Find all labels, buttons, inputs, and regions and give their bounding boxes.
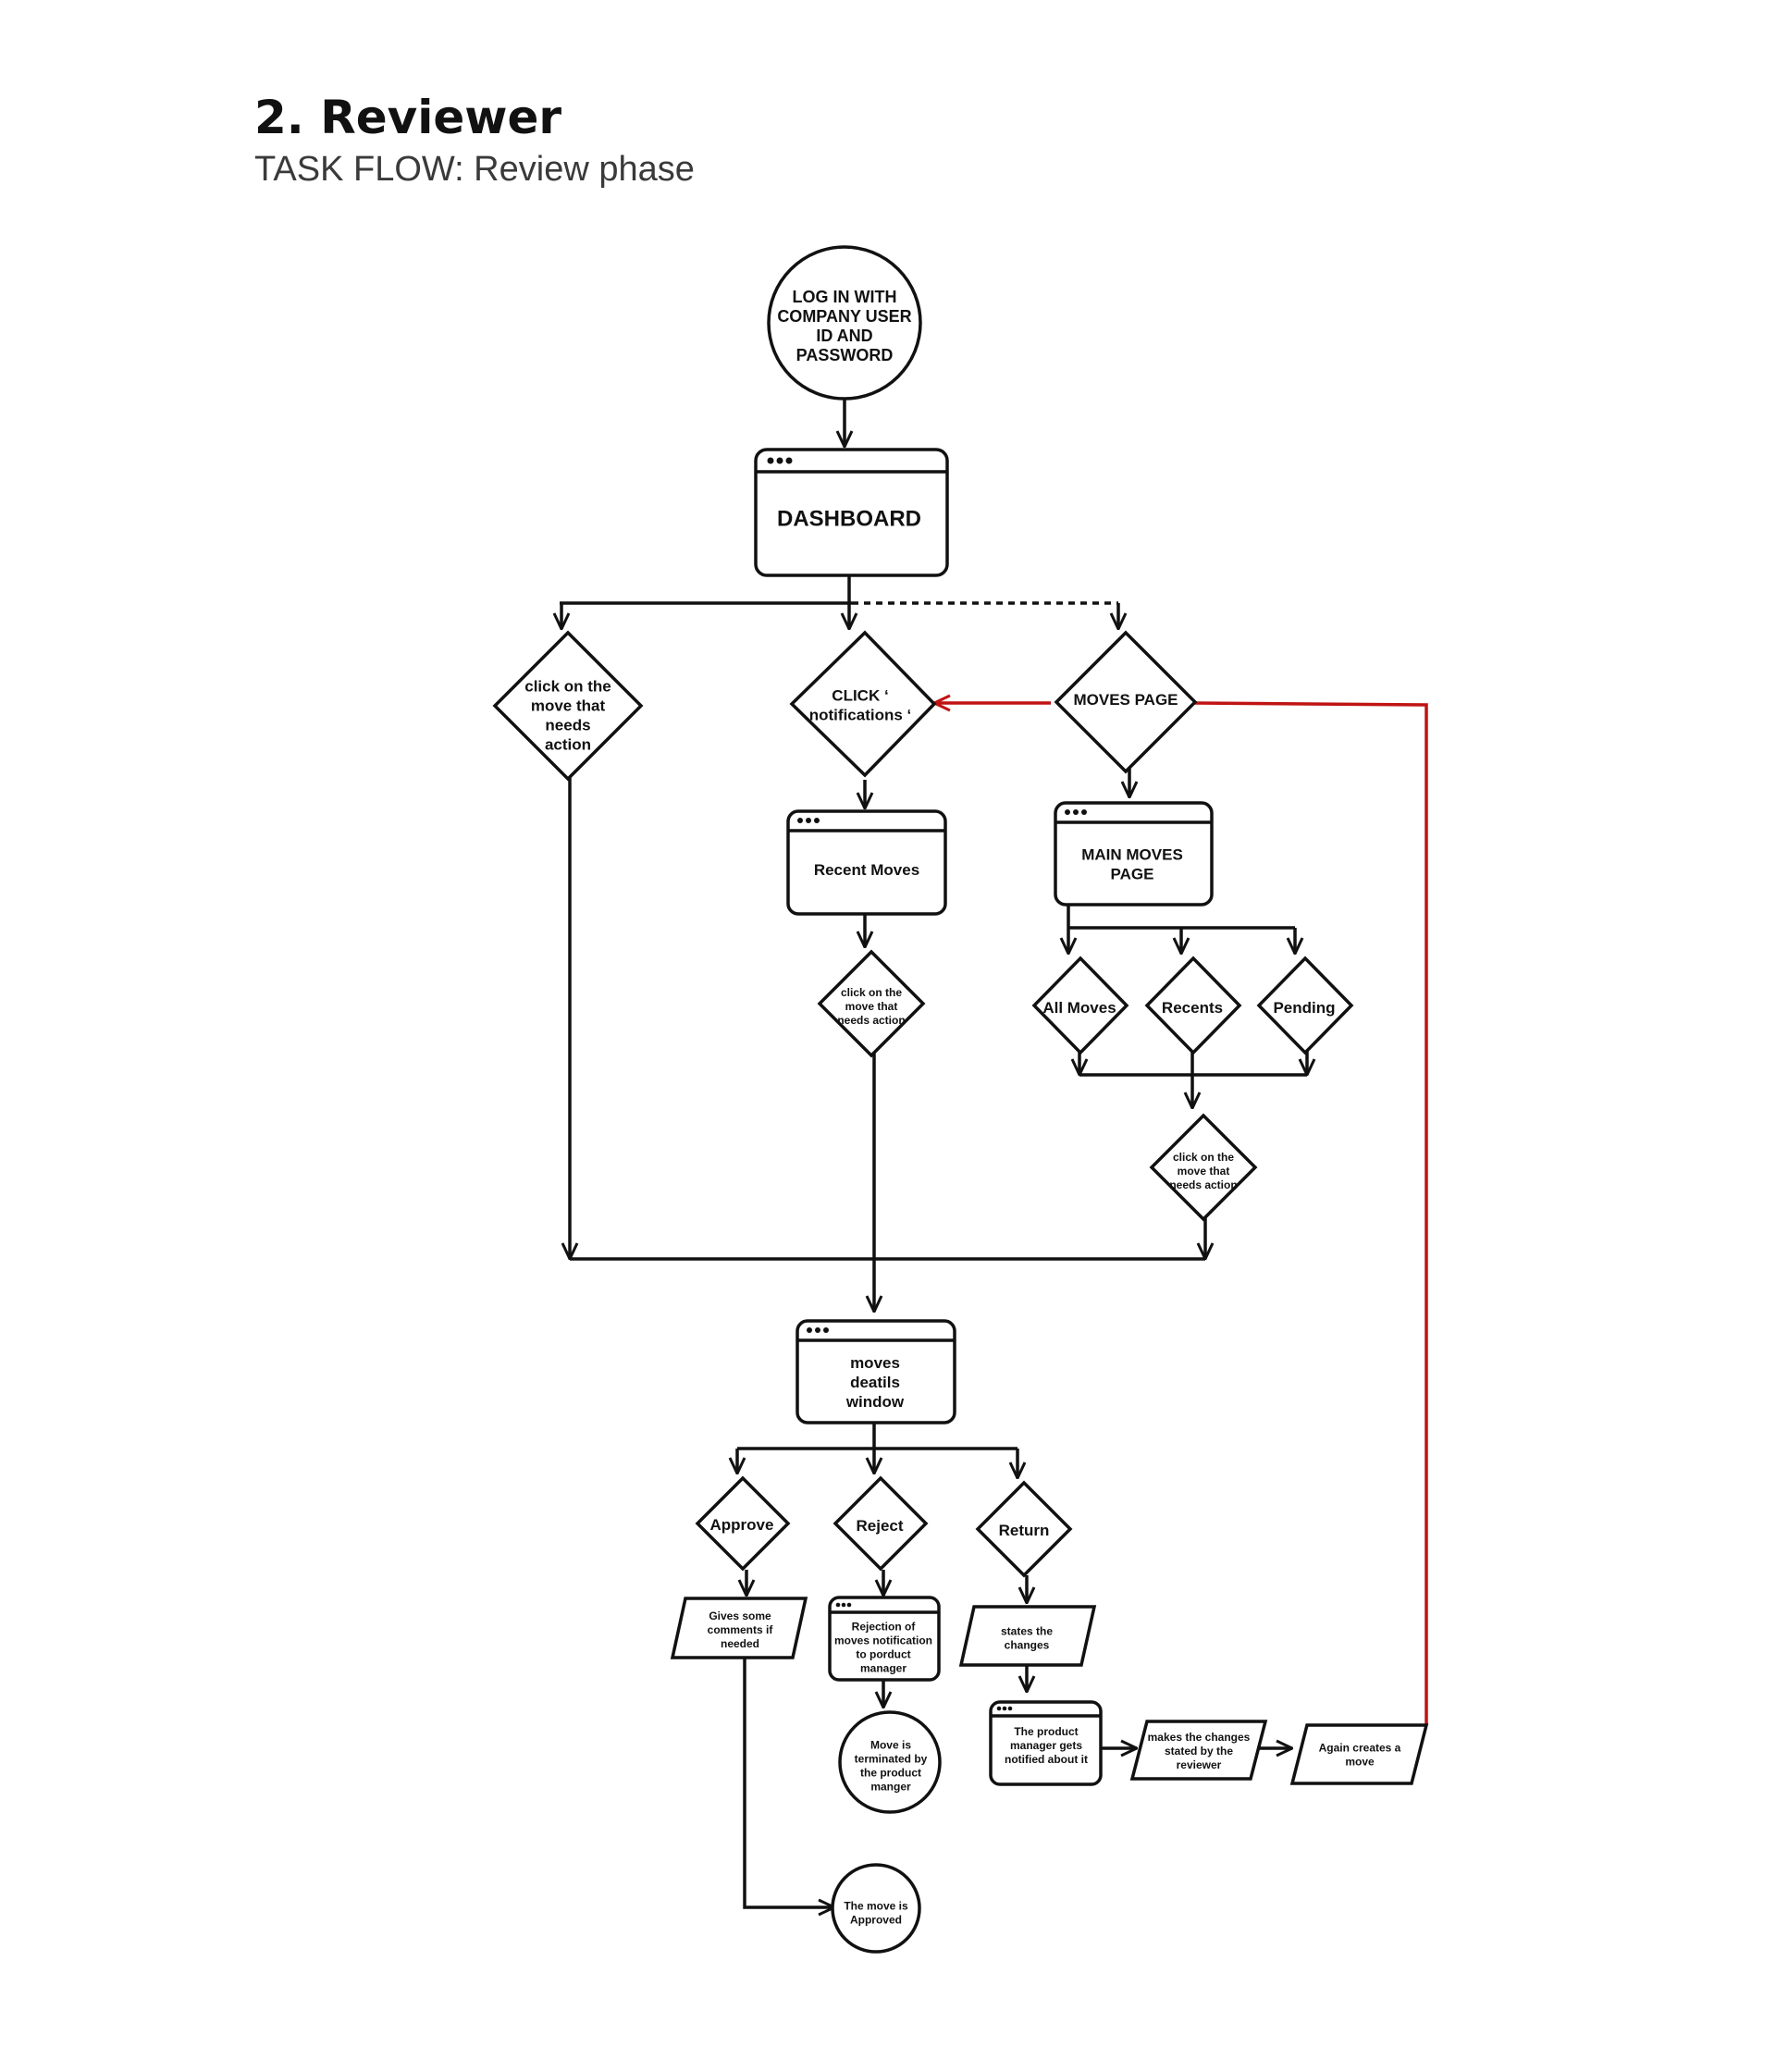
approve-label: Approve (710, 1516, 774, 1534)
all-moves-diamond (1031, 956, 1129, 1055)
gives-comments-parallelogram (670, 1597, 808, 1659)
notifications-label: CLICK ‘notifications ‘ (809, 686, 912, 723)
recent-moves-window (786, 809, 947, 916)
moves-page-diamond (1054, 630, 1198, 774)
pending-label: Pending (1273, 999, 1335, 1017)
moves-details-window (796, 1319, 956, 1424)
page-title: 2. Reviewer (254, 91, 562, 144)
dashboard-label: DASHBOARD (777, 506, 921, 531)
reject-label: Reject (856, 1517, 903, 1535)
login-node (767, 245, 922, 401)
makes-changes-parallelogram (1129, 1720, 1268, 1781)
move-approved-circle (831, 1863, 921, 1954)
return-diamond (975, 1480, 1073, 1578)
click-move-2-diamond (817, 949, 926, 1058)
approve-diamond (695, 1475, 791, 1572)
edge-loop-back (1192, 701, 1428, 1724)
reject-diamond (832, 1475, 929, 1572)
moves-page-label: MOVES PAGE (1073, 691, 1178, 709)
edge-comments-approved (743, 1659, 834, 1907)
rejection-notification-window (828, 1596, 941, 1682)
move-terminated-circle (838, 1710, 942, 1814)
recents-diamond (1144, 956, 1242, 1055)
click-move-diamond (492, 630, 644, 782)
states-changes-parallelogram (958, 1605, 1097, 1667)
all-moves-label: All Moves (1042, 999, 1116, 1017)
page-subtitle: TASK FLOW: Review phase (254, 150, 695, 189)
dashboard-window (754, 448, 949, 577)
return-label: Return (999, 1522, 1050, 1539)
edges (560, 394, 1428, 1907)
pending-diamond (1256, 956, 1354, 1055)
recents-label: Recents (1162, 999, 1223, 1017)
click-move-3-diamond (1149, 1113, 1258, 1222)
main-moves-window (1054, 801, 1214, 906)
notifications-diamond (789, 630, 937, 778)
creates-move-parallelogram (1289, 1723, 1429, 1785)
pm-notified-window (989, 1700, 1103, 1786)
recent-moves-label: Recent Moves (814, 861, 919, 879)
